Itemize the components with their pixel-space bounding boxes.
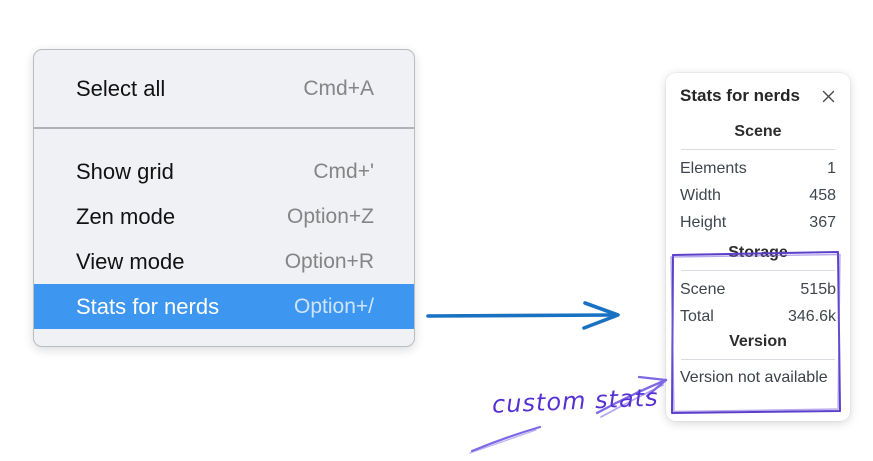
stat-value: 346.6k: [787, 308, 836, 325]
stats-panel-title: Stats for nerds: [680, 86, 800, 105]
section-divider: [681, 359, 835, 360]
menu-item-zen-mode[interactable]: Zen mode Option+Z: [34, 194, 414, 239]
stat-row-height: Height 367: [680, 209, 836, 236]
menu-item-shortcut: Cmd+': [313, 159, 374, 183]
menu-item-label: Show grid: [76, 158, 174, 184]
menu-item-select-all[interactable]: Select all Cmd+A: [34, 62, 414, 116]
annotation-tail-line: [469, 425, 542, 454]
menu-item-shortcut: Cmd+A: [303, 77, 374, 100]
stat-value: 367: [809, 214, 836, 231]
menu-item-label: Stats for nerds: [76, 293, 220, 319]
menu-divider: [34, 127, 414, 129]
stat-value: 458: [809, 187, 836, 204]
section-divider: [681, 270, 835, 271]
menu-item-shortcut: Option+R: [284, 249, 374, 273]
stat-label: Elements: [680, 160, 747, 177]
blue-arrow: [426, 301, 620, 330]
menu-group-view-options: Show grid Cmd+' Zen mode Option+Z View m…: [34, 129, 414, 329]
stat-row-total-storage: Total 346.6k: [680, 303, 836, 330]
stat-row-elements: Elements 1: [680, 155, 836, 182]
stats-panel: Stats for nerds Scene Elements 1 Width 4…: [666, 73, 850, 421]
stat-label: Width: [680, 187, 721, 204]
section-divider: [681, 149, 835, 150]
stat-value: 1: [827, 160, 836, 177]
menu-item-view-mode[interactable]: View mode Option+R: [34, 239, 414, 284]
menu-item-show-grid[interactable]: Show grid Cmd+': [34, 149, 414, 194]
stat-value: 515b: [800, 281, 836, 298]
menu-item-shortcut: Option+Z: [287, 204, 374, 228]
section-title-storage: Storage: [728, 244, 788, 261]
menu-item-stats-for-nerds[interactable]: Stats for nerds Option+/: [34, 284, 414, 329]
annotation-custom-stats: custom stats: [491, 383, 660, 419]
stat-row-scene-storage: Scene 515b: [680, 276, 836, 303]
stat-label: Total: [680, 308, 714, 325]
section-title-version: Version: [729, 333, 787, 350]
menu-item-shortcut: Option+/: [294, 294, 374, 318]
section-title-scene: Scene: [734, 123, 782, 140]
stats-panel-header: Stats for nerds: [680, 86, 836, 106]
context-menu: Select all Cmd+A Show grid Cmd+' Zen mod…: [33, 49, 415, 347]
stat-label: Scene: [680, 281, 726, 298]
menu-item-label: View mode: [76, 248, 185, 274]
close-icon[interactable]: [820, 88, 836, 104]
menu-item-label: Select all: [76, 76, 166, 101]
version-note: Version not available: [680, 369, 828, 386]
stat-row-width: Width 458: [680, 182, 836, 209]
menu-item-label: Zen mode: [76, 203, 176, 229]
stat-label: Height: [680, 214, 727, 231]
